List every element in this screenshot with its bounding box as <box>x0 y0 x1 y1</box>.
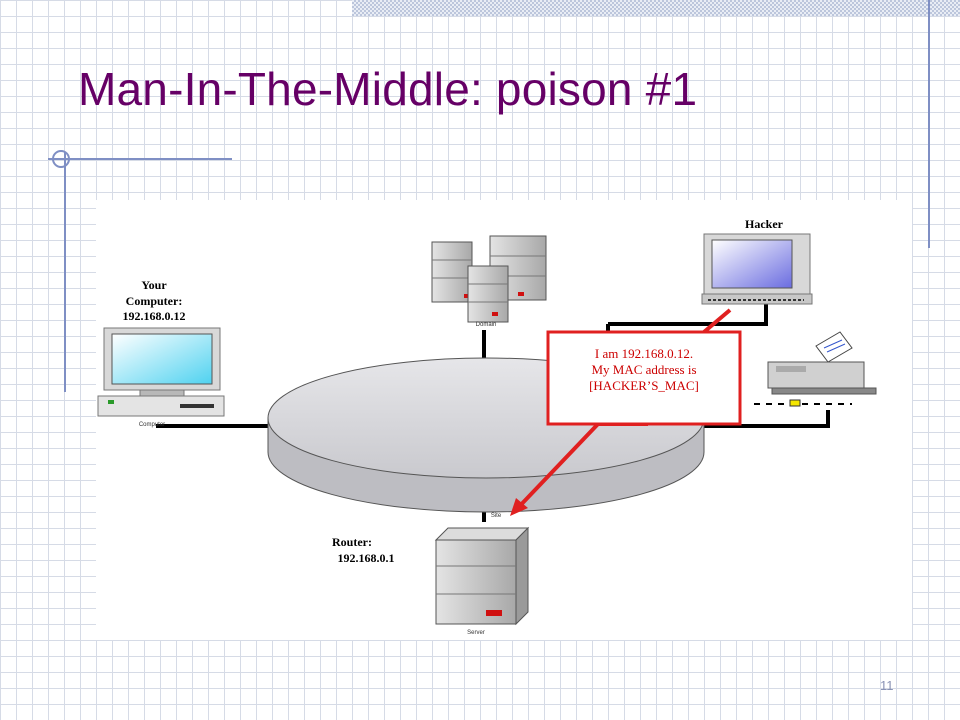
callout-line3: [HACKER’S_MAC] <box>589 378 699 393</box>
router-ip: 192.168.0.1 <box>338 551 395 565</box>
your-computer-caption: Computer <box>139 422 165 428</box>
your-computer-label-line2: Computer: <box>126 294 183 308</box>
hacker-computer-icon <box>701 233 813 305</box>
your-computer-ip: 192.168.0.12 <box>123 309 186 323</box>
decor-vertical-line-right <box>928 0 930 248</box>
printer-icon <box>754 331 877 407</box>
callout-line2: My MAC address is <box>591 362 696 377</box>
router-label-line1: Router: <box>332 535 372 549</box>
slide-top-band <box>352 0 960 16</box>
your-computer-label-line1: Your <box>141 278 167 292</box>
diagram-canvas: Your Computer: 192.168.0.12 Computer <box>97 217 877 636</box>
callout-line1: I am 192.168.0.12. <box>595 346 693 361</box>
callout-arrow-head <box>510 498 528 516</box>
decor-horizontal-line <box>48 158 232 160</box>
hacker-label: Hacker <box>745 217 784 231</box>
slide-title: Man-In-The-Middle: poison #1 <box>78 63 698 115</box>
your-computer-icon <box>97 327 225 417</box>
router-label: Router: 192.168.0.1 <box>332 535 394 565</box>
router-hub-caption: Site <box>491 513 502 519</box>
poison-callout: I am 192.168.0.12. My MAC address is [HA… <box>510 308 742 516</box>
decor-vertical-line-left <box>64 152 66 392</box>
your-computer-label: Your Computer: 192.168.0.12 <box>123 278 186 323</box>
server-cluster-caption: Domain <box>476 322 497 328</box>
router-caption: Server <box>467 630 485 636</box>
decor-ring-icon <box>52 150 70 168</box>
network-diagram: Your Computer: 192.168.0.12 Computer <box>96 200 912 640</box>
router-server-icon <box>434 526 530 626</box>
page-number: 11 <box>880 678 894 693</box>
server-cluster-icon <box>431 235 547 323</box>
